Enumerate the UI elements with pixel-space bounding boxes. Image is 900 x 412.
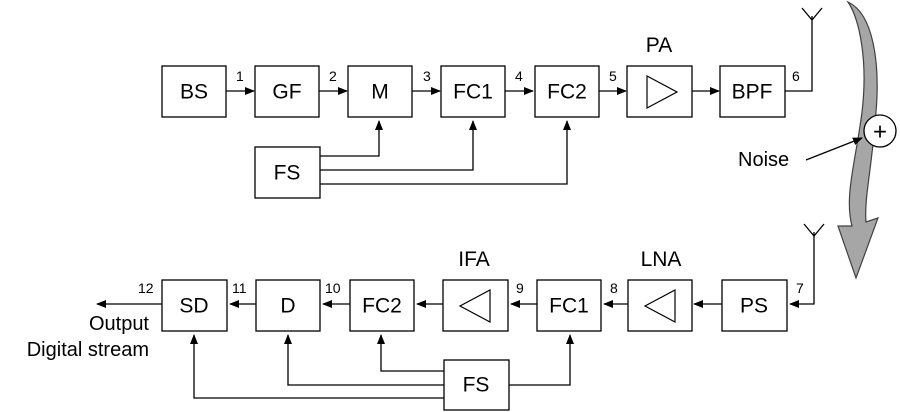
wire-fs-fc2 — [377, 334, 444, 372]
wire-fs-m — [320, 120, 383, 157]
rx-block-sd-label: SD — [179, 295, 208, 318]
wire-fs-fc1 — [320, 120, 477, 171]
tx-block-fc1 — [440, 65, 506, 118]
noise-label: Noise — [738, 149, 789, 171]
signal-number-7: 7 — [796, 280, 804, 296]
signal-number-2: 2 — [329, 68, 337, 84]
rx-block-d-label: D — [280, 295, 295, 318]
tx-block-fc2-label: FC2 — [547, 81, 587, 104]
signal-number-1: 1 — [236, 68, 244, 84]
tx-block-bpf — [719, 65, 786, 118]
tx-block-gf — [254, 65, 320, 118]
signal-number-9: 9 — [516, 280, 524, 296]
pa-label: PA — [646, 34, 672, 57]
ifa-label: IFA — [458, 248, 490, 271]
lna-amplifier-icon — [643, 289, 676, 323]
tx-block-m-label: M — [371, 81, 389, 104]
rx-block-fc1 — [536, 279, 602, 332]
rx-block-fs — [443, 359, 510, 411]
rx-block-sd — [161, 279, 228, 332]
signal-number-10: 10 — [325, 280, 341, 296]
wire-antenna-ps — [789, 232, 815, 308]
output-sublabel: Digital stream — [27, 339, 149, 361]
pa-amplifier-icon — [646, 75, 679, 109]
tx-block-gf-label: GF — [272, 81, 301, 104]
rx-block-ps-label: PS — [740, 295, 768, 318]
tx-block-bs — [161, 65, 227, 118]
wire-fs-fc1 — [509, 334, 574, 386]
signal-number-8: 8 — [610, 280, 618, 296]
wire-fs-sd — [190, 334, 444, 399]
signal-number-5: 5 — [609, 68, 617, 84]
signal-number-4: 4 — [515, 68, 523, 84]
tx-antenna-icon — [801, 7, 823, 22]
wire-noise-adder — [805, 137, 863, 161]
transmitter-chain: BS GF M FC1 FC2 PA BPF FS 1 2 3 4 5 6 — [161, 7, 823, 199]
rx-block-d — [255, 279, 321, 332]
lna-label: LNA — [641, 248, 682, 271]
output-label: Output — [89, 313, 149, 335]
wire-bpf-antenna — [785, 16, 813, 92]
tx-block-fc1-label: FC1 — [453, 81, 493, 104]
signal-number-6: 6 — [792, 68, 800, 84]
channel: + Noise — [738, 0, 897, 280]
rx-block-fs-label: FS — [463, 374, 490, 397]
rx-block-fc1-label: FC1 — [549, 295, 589, 318]
tx-block-fs — [254, 146, 321, 199]
adder-symbol: + — [873, 119, 887, 146]
tx-block-bpf-label: BPF — [732, 81, 773, 104]
wire-fs-fc2 — [320, 120, 571, 185]
signal-number-3: 3 — [423, 68, 431, 84]
rx-block-fc2-label: FC2 — [362, 295, 402, 318]
signal-number-12: 12 — [138, 280, 154, 296]
adder-circle — [863, 114, 897, 148]
tx-block-bs-label: BS — [180, 81, 208, 104]
ifa-amplifier-icon — [458, 289, 491, 323]
rx-block-fc2 — [349, 279, 415, 332]
tx-block-m — [347, 65, 413, 118]
rx-block-ps — [721, 279, 788, 332]
tx-block-fs-label: FS — [274, 162, 301, 185]
receiver-chain: SD D FC2 IFA FC1 LNA PS FS 7 8 9 10 11 1… — [27, 223, 825, 411]
tx-block-fc2 — [534, 65, 600, 118]
signal-number-11: 11 — [232, 280, 247, 296]
wire-fs-d — [284, 334, 444, 386]
